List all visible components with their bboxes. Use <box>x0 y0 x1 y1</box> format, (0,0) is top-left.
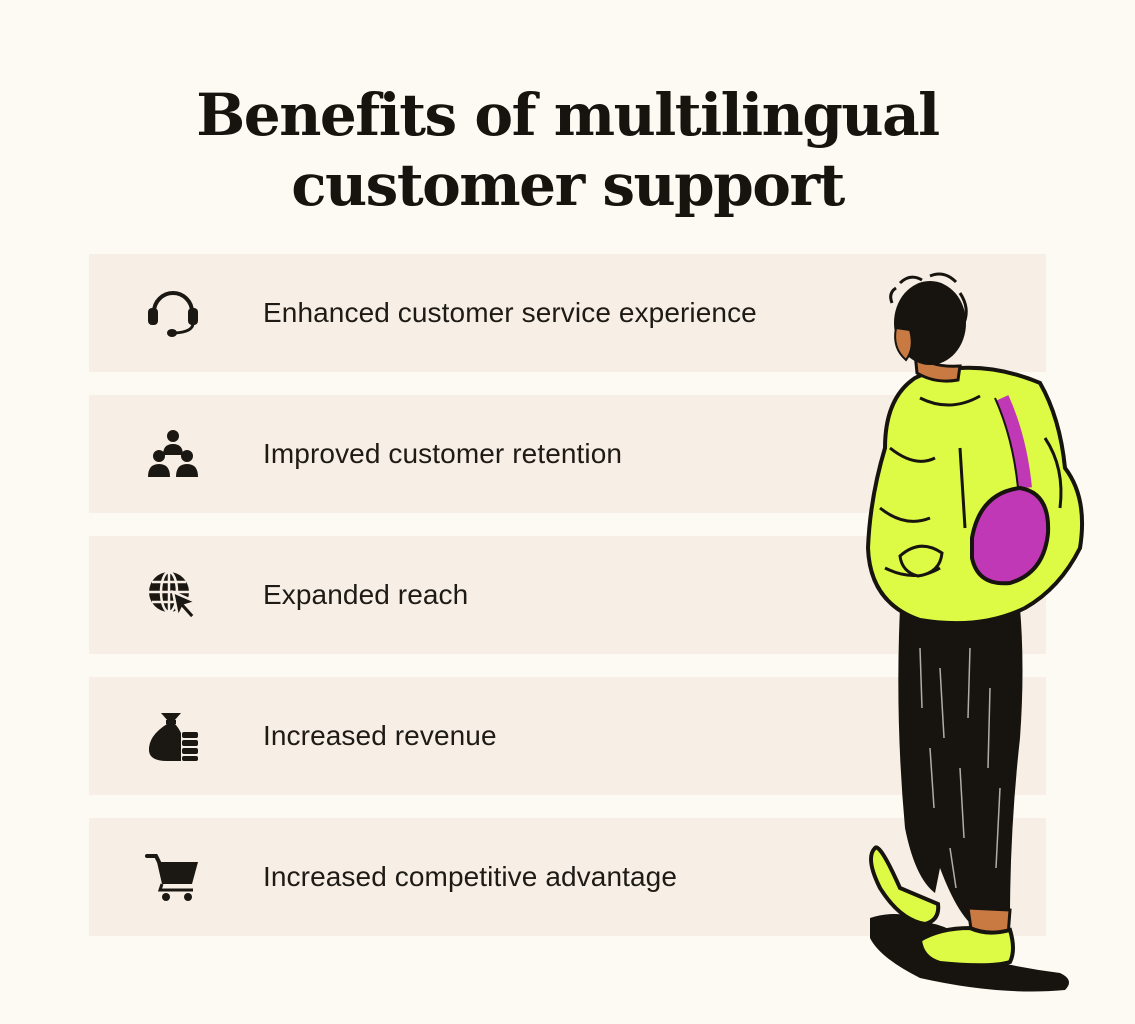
benefit-label: Increased revenue <box>263 720 497 751</box>
headset-icon <box>145 286 201 340</box>
walking-person-illustration <box>860 268 1090 1003</box>
benefit-label: Improved customer retention <box>263 438 623 469</box>
globe-cursor-icon <box>145 568 201 622</box>
people-group-icon <box>145 427 201 481</box>
shopping-cart-icon <box>145 850 201 904</box>
money-bag-icon <box>145 709 201 763</box>
benefit-row-enhanced-experience: Enhanced customer service experience <box>89 254 1046 372</box>
page-title: Benefits of multilingual customer suppor… <box>0 80 1135 220</box>
benefits-list: Enhanced customer service experience Imp… <box>89 254 1046 959</box>
title-line-1: Benefits of multilingual <box>196 81 940 149</box>
benefit-label: Enhanced customer service experience <box>263 297 757 328</box>
title-line-2: customer support <box>291 151 845 219</box>
benefit-label: Expanded reach <box>263 579 469 610</box>
benefit-row-increased-revenue: Increased revenue <box>89 677 1046 795</box>
benefit-label: Increased competitive advantage <box>263 861 678 892</box>
